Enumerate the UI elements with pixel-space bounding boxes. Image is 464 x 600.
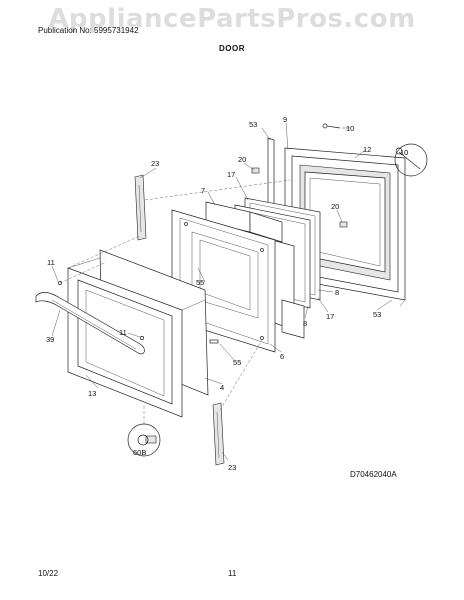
clip-20-top (251, 167, 260, 174)
footer-page-number: 11 (228, 569, 237, 578)
section-title: DOOR (219, 44, 245, 53)
callout-13: 13 (88, 389, 96, 398)
callout-6: 6 (280, 352, 284, 361)
callout-9: 9 (283, 115, 287, 124)
callout-10-screw: 10 (346, 124, 354, 133)
callout-11-center: 11 (119, 328, 127, 337)
screw-55-bottom (209, 339, 219, 344)
assembly-lines (59, 179, 291, 424)
callout-55-center: 55 (196, 278, 204, 287)
callout-20-right: 20 (331, 202, 339, 211)
screw-11-left (58, 281, 62, 285)
screw-11-center (140, 336, 144, 340)
hinge-23-bottom (212, 402, 225, 466)
callout-53-lower: 53 (373, 310, 381, 319)
callout-17-lower: 17 (326, 312, 334, 321)
watermark-text: AppliancePartsPros.com (48, 4, 416, 34)
footer-date: 10/22 (38, 569, 59, 578)
tool-circle-10 (394, 143, 428, 177)
callout-60b: 60B (133, 448, 146, 457)
publication-number: Publication No: 5995731942 (38, 26, 139, 35)
leader-lines (51, 122, 393, 461)
callout-39: 39 (46, 335, 54, 344)
callout-23-top: 23 (151, 159, 159, 168)
door-handle-39 (35, 292, 145, 355)
clip-20-right (339, 221, 348, 228)
callout-23-bottom: 23 (228, 463, 236, 472)
screw-10 (322, 123, 341, 129)
callout-10-tool: 10 (400, 148, 408, 157)
callout-11-left: 11 (47, 258, 55, 267)
callout-55-bottom: 55 (233, 358, 241, 367)
callout-8-right: 8 (335, 288, 339, 297)
callout-20-top: 20 (238, 155, 246, 164)
callout-17-top: 17 (227, 170, 235, 179)
diagram-id: D70462040A (350, 470, 397, 479)
callout-12: 12 (363, 145, 371, 154)
callout-53-top: 53 (249, 120, 257, 129)
callout-4: 4 (220, 383, 224, 392)
callout-7: 7 (201, 186, 205, 195)
hinge-23-top (134, 174, 147, 241)
callout-labels: 53 9 10 12 10 23 20 17 7 20 11 55 8 8 17… (46, 115, 408, 472)
callout-8-lower: 8 (303, 319, 307, 328)
